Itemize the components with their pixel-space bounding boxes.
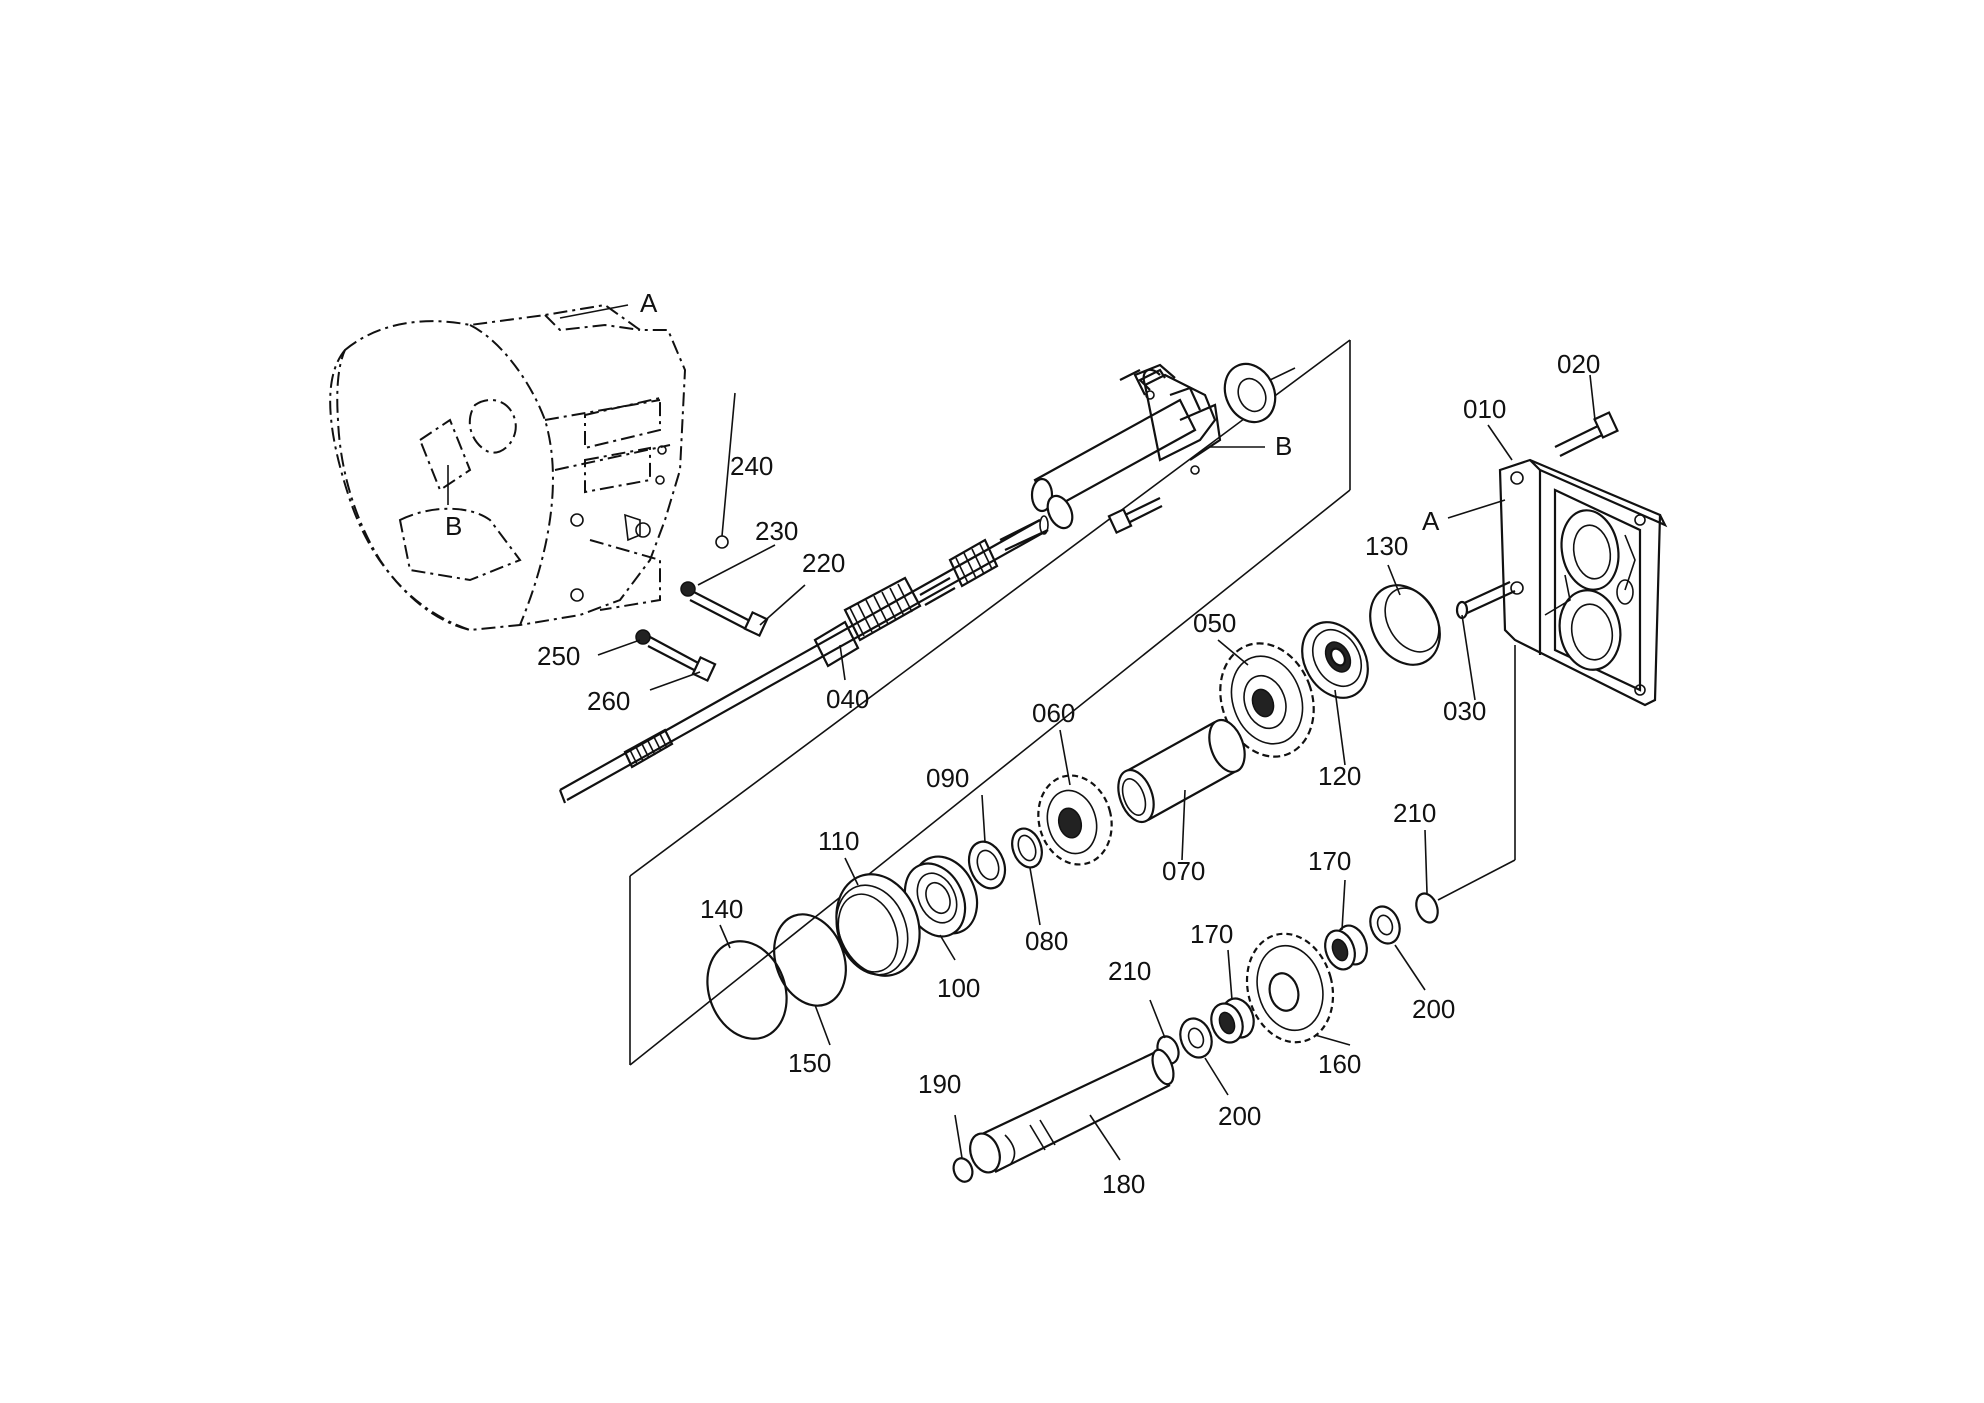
transmission-housing: [329, 303, 687, 632]
reference-arrow-a-plate: [1447, 499, 1506, 519]
part-label-250: 250: [537, 641, 580, 671]
part-label-060: 060: [1032, 698, 1075, 728]
part-label-020: 020: [1557, 349, 1600, 379]
oil-seal: [1223, 362, 1296, 424]
part-label-150: 150: [788, 1048, 831, 1078]
reference-label-a-housing: A: [640, 288, 658, 318]
needle-bearing-170-upper: [1324, 924, 1368, 971]
bearing-100: [903, 855, 979, 938]
part-label-240: 240: [730, 451, 773, 481]
extension-bolt: [1107, 497, 1163, 534]
part-label-220: 220: [802, 548, 845, 578]
part-label-200-lower: 200: [1218, 1101, 1261, 1131]
part-label-160: 160: [1318, 1049, 1361, 1079]
plug-240: [715, 535, 729, 549]
part-label-230: 230: [755, 516, 798, 546]
part-label-260: 260: [587, 686, 630, 716]
part-label-030: 030: [1443, 696, 1486, 726]
part-label-080: 080: [1025, 926, 1068, 956]
sleeve-070: [1117, 718, 1246, 824]
reference-arrow-a-housing: [559, 304, 629, 319]
reference-label-b-housing: B: [445, 511, 462, 541]
bolt-020: [1554, 411, 1619, 457]
idler-shaft-180: [969, 1048, 1175, 1174]
part-label-090: 090: [926, 763, 969, 793]
gear-050: [1219, 642, 1315, 758]
snap-ring-210-upper: [1415, 892, 1439, 924]
o-ring-150: [773, 913, 847, 1007]
part-label-130: 130: [1365, 531, 1408, 561]
washer-090: [967, 840, 1007, 890]
needle-bearing-170-lower: [1210, 997, 1255, 1044]
snap-ring-080: [1011, 827, 1043, 869]
washer-230: [680, 581, 696, 597]
leader-lines: [597, 374, 1596, 1161]
snap-ring-190: [952, 1157, 974, 1183]
part-label-170-lower: 170: [1190, 919, 1233, 949]
part-label-100: 100: [937, 973, 980, 1003]
part-label-170-upper: 170: [1308, 846, 1351, 876]
part-label-210-upper: 210: [1393, 798, 1436, 828]
gear-160: [1245, 932, 1335, 1044]
washer-250: [635, 629, 651, 645]
part-label-010: 010: [1463, 394, 1506, 424]
plate-leader-line-b: [1437, 859, 1516, 901]
part-label-110: 110: [818, 826, 859, 856]
washer-200-lower: [1179, 1017, 1213, 1059]
assembly-boundary-lines: [629, 339, 1351, 1066]
part-label-120: 120: [1318, 761, 1361, 791]
bearing-120: [1301, 621, 1369, 699]
part-label-070: 070: [1162, 856, 1205, 886]
part-label-190: 190: [918, 1069, 961, 1099]
rear-cover-plate: [1498, 458, 1668, 707]
reference-label-a-plate: A: [1422, 506, 1440, 536]
gear-060: [1037, 774, 1113, 866]
part-label-210-lower: 210: [1108, 956, 1151, 986]
snap-ring-shaft: [1046, 494, 1074, 530]
part-label-040: 040: [826, 684, 869, 714]
bolt-220: [689, 589, 769, 637]
o-ring-140: [706, 940, 788, 1040]
part-label-050: 050: [1193, 608, 1236, 638]
bolt-260: [647, 636, 717, 682]
dowel-pin-030: [1455, 581, 1516, 620]
part-label-180: 180: [1102, 1169, 1145, 1199]
extension-housing: [1030, 363, 1222, 513]
part-label-200-upper: 200: [1412, 994, 1455, 1024]
bearing-cup-130: [1369, 584, 1441, 666]
washer-200-upper: [1369, 905, 1401, 945]
reference-label-b-tube: B: [1275, 431, 1292, 461]
shaft-040: [558, 515, 1049, 804]
part-label-140: 140: [700, 894, 743, 924]
bearing-cup-110: [835, 873, 921, 977]
